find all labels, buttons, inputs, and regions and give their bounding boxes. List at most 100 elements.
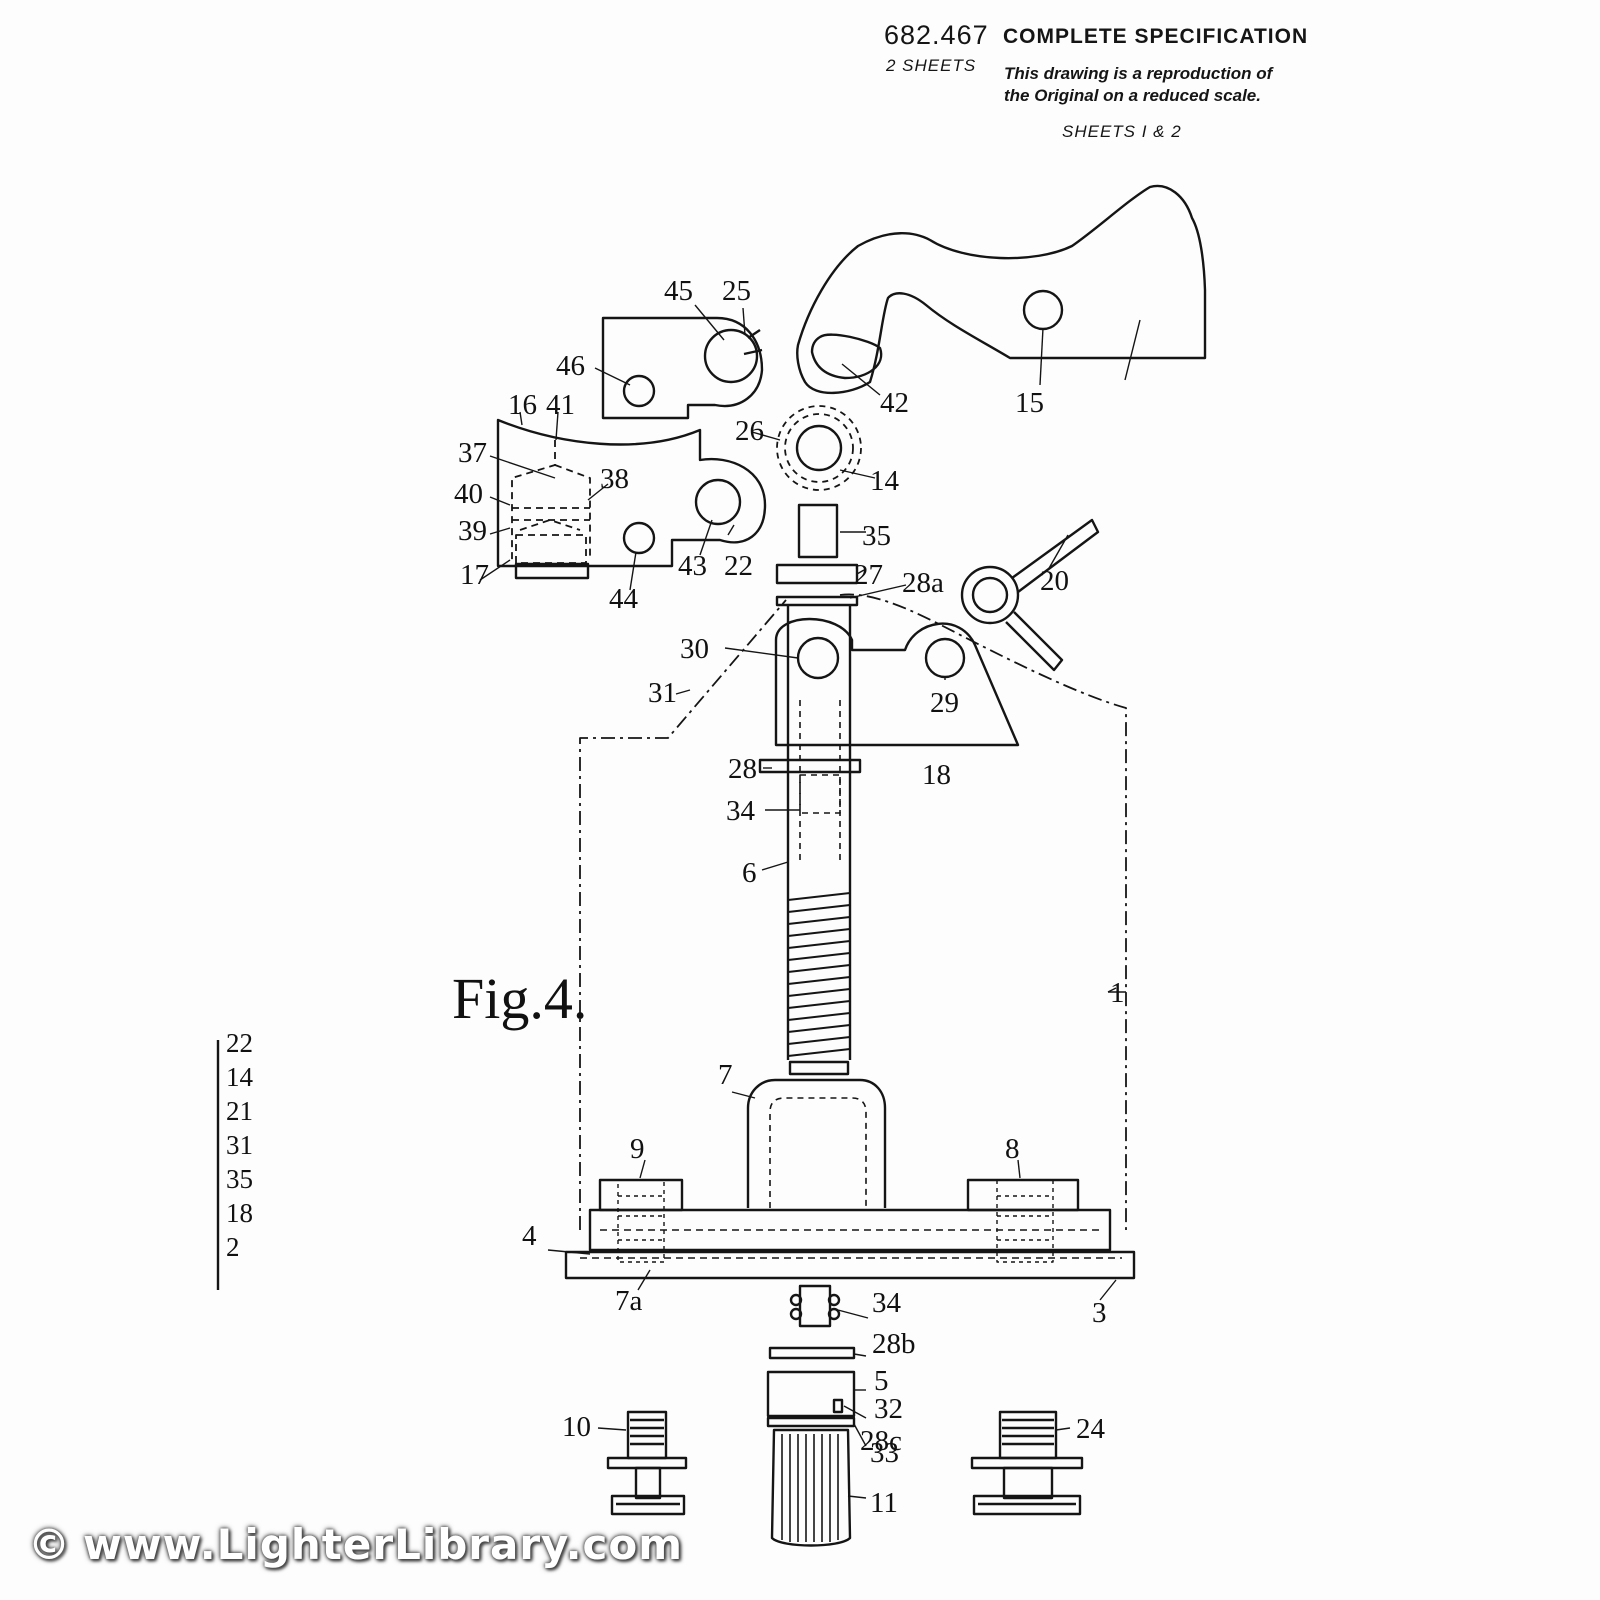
part-label: 30 xyxy=(680,633,709,665)
part-label: 45 xyxy=(664,275,693,307)
side-list-item: 2 xyxy=(226,1232,240,1262)
part-label: 32 xyxy=(874,1393,903,1425)
part-label: 28 xyxy=(728,753,757,785)
part-5-cap xyxy=(766,1370,856,1418)
part-label: 24 xyxy=(1076,1413,1106,1445)
part-label: 28c xyxy=(860,1425,902,1457)
figure-label: Fig.4. xyxy=(452,966,587,1031)
side-list-item: 35 xyxy=(226,1164,253,1194)
part-label: 31 xyxy=(648,677,677,709)
watermark-url: www.LighterLibrary.com xyxy=(83,1520,684,1569)
part-28b-washer xyxy=(768,1346,856,1360)
side-list-item: 22 xyxy=(226,1028,253,1058)
part-8-block xyxy=(966,1178,1080,1212)
part-label: 22 xyxy=(724,550,753,582)
part-plate-upper xyxy=(601,316,764,420)
part-label: 38 xyxy=(600,463,629,495)
part-14-hole xyxy=(795,424,843,472)
reproduction-note-line2: the Original on a reduced scale. xyxy=(1004,86,1261,105)
side-list-item: 31 xyxy=(226,1130,253,1160)
sheets-reference: SHEETS I & 2 xyxy=(1062,122,1182,141)
part-label: 39 xyxy=(458,515,487,547)
part-label: 37 xyxy=(458,437,487,469)
part-label: 7a xyxy=(615,1285,643,1317)
part-10-screw xyxy=(970,1410,1084,1516)
part-4-plate xyxy=(588,1208,1112,1252)
part-label: 17 xyxy=(460,559,489,591)
part-3-plate xyxy=(564,1250,1136,1280)
part-label: 5 xyxy=(874,1365,889,1397)
part-45-hole xyxy=(703,328,759,384)
part-24-slot xyxy=(810,333,883,380)
copyright-icon: © xyxy=(28,1520,71,1569)
part-label: 34 xyxy=(726,795,756,827)
watermark: ©www.LighterLibrary.com xyxy=(28,1520,683,1569)
part-20-spring xyxy=(960,518,1100,672)
side-list-item: 18 xyxy=(226,1198,253,1228)
part-35-block xyxy=(797,503,839,559)
part-9-block xyxy=(598,1178,684,1212)
side-list: 22 14 21 31 35 18 2 xyxy=(226,1028,254,1262)
part-label: 34 xyxy=(872,1287,902,1319)
part-label: 11 xyxy=(870,1487,898,1519)
part-1-frame xyxy=(579,593,1127,1230)
specification-title: COMPLETE SPECIFICATION xyxy=(1003,25,1309,48)
part-label: 18 xyxy=(922,759,951,791)
part-label: 42 xyxy=(880,387,909,419)
part-32-pin xyxy=(832,1398,844,1414)
part-11-screw xyxy=(606,1410,688,1516)
part-label: 1 xyxy=(1110,977,1125,1009)
part-label: 35 xyxy=(862,520,891,552)
part-label: 20 xyxy=(1040,565,1069,597)
part-26-ring xyxy=(776,405,862,491)
part-label: 28b xyxy=(872,1328,916,1360)
part-label: 4 xyxy=(522,1220,537,1252)
part-label: 40 xyxy=(454,478,483,510)
part-30-pivot xyxy=(796,636,840,680)
part-27-nut xyxy=(775,563,859,585)
part-label: 9 xyxy=(630,1133,645,1165)
part-label: 7 xyxy=(718,1059,733,1091)
spring-threads xyxy=(787,892,851,1057)
part-label: 15 xyxy=(1015,387,1044,419)
part-16-block xyxy=(496,418,767,568)
part-29-pivot xyxy=(924,637,966,679)
part-label: 43 xyxy=(678,550,707,582)
part-label: 27 xyxy=(854,559,883,591)
part-28c-washer xyxy=(766,1416,856,1428)
part-label: 41 xyxy=(546,389,575,421)
part-label: 25 xyxy=(722,275,751,307)
sheet-count: 2 SHEETS xyxy=(886,56,977,75)
part-label: 16 xyxy=(508,389,537,421)
part-label: 3 xyxy=(1092,1297,1107,1329)
part-42-hole xyxy=(1022,289,1064,331)
part-18-bracket xyxy=(774,617,1020,747)
part-43-hole xyxy=(694,478,742,526)
part-15-lever xyxy=(796,184,1207,395)
reproduction-note-line1: This drawing is a reproduction of xyxy=(1004,64,1273,83)
part-34-pin xyxy=(798,1284,832,1328)
part-28-washer xyxy=(758,758,862,774)
part-label: 33 xyxy=(870,1437,899,1469)
side-list-item: 14 xyxy=(226,1062,254,1092)
patent-number: 682.467 xyxy=(884,20,989,50)
part-label: 28a xyxy=(902,567,944,599)
part-label: 44 xyxy=(609,583,639,615)
part-label: 10 xyxy=(562,1411,591,1443)
part-46-hole xyxy=(622,374,656,408)
part-25-mark xyxy=(747,329,761,339)
part-label: 14 xyxy=(870,465,900,497)
part-33-knob xyxy=(770,1428,852,1547)
part-label: 26 xyxy=(735,415,764,447)
part-44-hole xyxy=(622,521,656,555)
part-label: 8 xyxy=(1005,1133,1020,1165)
part-label: 29 xyxy=(930,687,959,719)
part-label: 46 xyxy=(556,350,585,382)
part-label: 6 xyxy=(742,857,757,889)
part-7-pillar xyxy=(746,1078,887,1208)
side-list-item: 21 xyxy=(226,1096,253,1126)
part-17-base xyxy=(514,562,590,580)
